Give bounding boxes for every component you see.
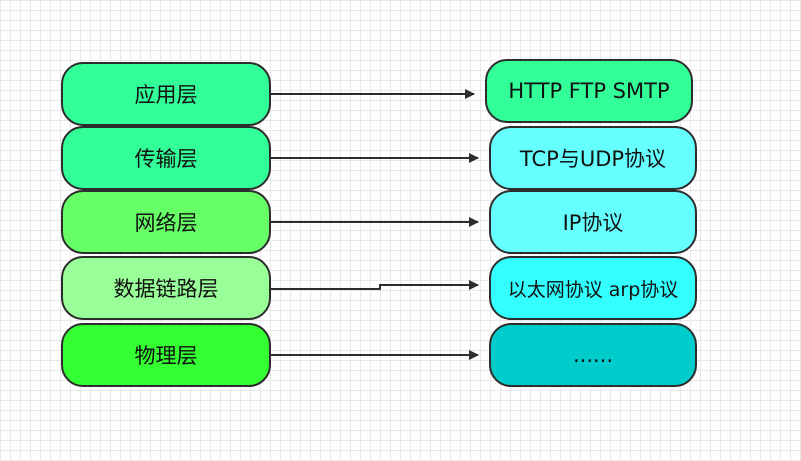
protocol-transport: TCP与UDP协议 (489, 126, 697, 190)
protocol-transport-label: TCP与UDP协议 (519, 147, 667, 171)
layer-network: 网络层 (61, 190, 271, 254)
layer-application-label: 应用层 (134, 83, 198, 107)
layer-physical-label: 物理层 (134, 344, 198, 368)
layer-network-label: 网络层 (134, 211, 198, 235)
protocol-physical: ...... (489, 323, 697, 387)
layer-datalink-label: 数据链路层 (113, 277, 219, 301)
protocol-application: HTTP FTP SMTP (485, 59, 693, 123)
protocol-physical-label: ...... (572, 343, 614, 367)
protocol-datalink: 以太网协议 arp协议 (489, 256, 697, 320)
arrow-datalink (271, 280, 479, 290)
protocol-network: IP协议 (489, 190, 697, 254)
layer-physical: 物理层 (61, 323, 271, 387)
layer-application: 应用层 (61, 62, 271, 126)
layer-transport: 传输层 (61, 126, 271, 190)
protocol-datalink-label: 以太网协议 arp协议 (507, 278, 679, 301)
protocol-network-label: IP协议 (562, 211, 624, 235)
protocol-application-label: HTTP FTP SMTP (508, 79, 670, 103)
layer-datalink: 数据链路层 (61, 256, 271, 320)
layer-transport-label: 传输层 (134, 147, 198, 171)
